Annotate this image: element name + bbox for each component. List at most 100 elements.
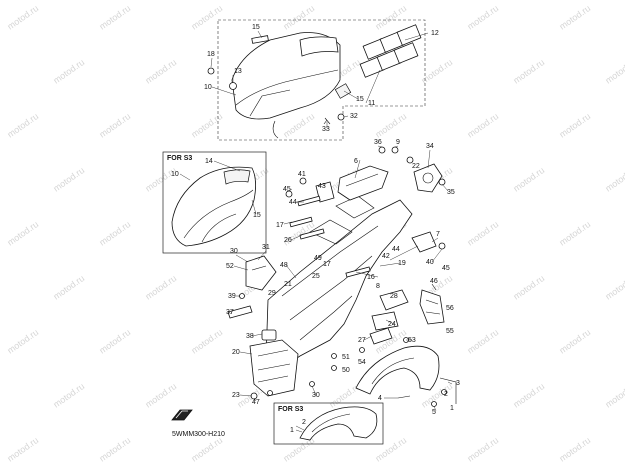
seat-cowl-s3 [171,166,256,247]
inset-label-bottom: FOR S3 [278,406,303,413]
leader-line [377,145,383,148]
callout-48: 48 [280,262,288,269]
watermark-text: motod.ru [281,435,316,464]
watermark-text: motod.ru [373,111,408,140]
watermark-text: motod.ru [603,273,625,302]
inset-s3-top: FOR S3 [162,151,267,254]
brand-badge [171,409,193,421]
watermark-text: motod.ru [465,327,500,356]
leader-line [431,237,439,243]
leader-line [288,188,293,192]
leader-line [179,173,191,181]
watermark-text: motod.ru [51,273,86,302]
callout-15c: 15 [253,212,261,219]
callout-labels: 15 12 18 13 10 15 11 32 33 14 10 15 36 9… [171,24,460,434]
watermark-text: motod.ru [373,435,408,464]
callout-19: 19 [398,260,406,267]
watermark-text: motod.ru [5,327,40,356]
callout-13: 13 [234,68,242,75]
callout-52: 52 [226,263,234,270]
callout-42: 42 [382,253,390,260]
watermark-text: motod.ru [97,327,132,356]
watermark-text: motod.ru [5,111,40,140]
watermark-text: motod.ru [465,3,500,32]
seat [231,32,341,120]
callout-24: 24 [388,321,396,328]
callout-14: 14 [205,158,213,165]
callout-30b: 30 [312,392,320,399]
watermark-text: motod.ru [603,57,625,86]
callout-2: 2 [444,391,448,398]
leader-line [311,385,317,396]
watermark-text: motod.ru [465,111,500,140]
leader-line [229,311,233,315]
leader-line [295,425,305,431]
watermark-text: motod.ru [373,3,408,32]
leader-line [239,394,253,397]
callout-44b: 44 [392,246,400,253]
callout-18: 18 [207,51,215,58]
seat-dashed-box [217,19,426,141]
callout-45: 45 [283,186,291,193]
callout-45b: 45 [442,265,450,272]
callout-3: 3 [456,380,460,387]
callout-9: 9 [396,139,400,146]
callout-21: 21 [284,281,292,288]
watermark-text: motod.ru [603,165,625,194]
callout-16: 16 [367,274,375,281]
callout-1b: 1 [290,427,294,434]
watermark-text: motod.ru [465,435,500,464]
leader-line [253,397,257,402]
watermark-text: motod.ru [5,219,40,248]
callout-53: 53 [408,337,416,344]
callout-23: 23 [232,392,240,399]
callout-51: 51 [342,354,350,361]
watermark-text: motod.ru [511,57,546,86]
watermark-text: motod.ru [51,57,86,86]
watermark-text: motod.ru [557,111,592,140]
leader-line [379,262,401,267]
callout-36: 36 [374,139,382,146]
leader-line [365,69,381,104]
watermark-text: motod.ru [281,3,316,32]
callout-46: 46 [430,278,438,285]
callout-4: 4 [378,395,382,402]
leader-line [322,184,326,187]
callout-1: 1 [450,405,454,412]
callout-39: 39 [228,293,236,300]
leader-line [251,333,263,337]
watermark-text: motod.ru [5,435,40,464]
callout-25: 25 [312,273,320,280]
leader-line [431,248,443,263]
callout-55: 55 [446,328,454,335]
leader-line [394,145,399,148]
watermark-text: motod.ru [97,3,132,32]
callout-12: 12 [431,30,439,37]
watermark-text: motod.ru [557,219,592,248]
watermark-text: motod.ru [419,57,454,86]
callout-10: 10 [204,84,212,91]
callout-11: 11 [368,100,375,107]
callout-33: 33 [322,126,330,133]
leader-line [257,30,263,39]
leader-line [233,265,249,271]
callout-56: 56 [446,305,454,312]
callout-47: 47 [252,399,260,406]
callout-50: 50 [342,367,350,374]
watermark-text: motod.ru [97,435,132,464]
callout-22: 22 [412,163,420,170]
watermark-text: motod.ru [97,219,132,248]
callout-26: 26 [284,237,292,244]
leader-line [447,381,453,385]
watermark-text: motod.ru [143,165,178,194]
watermark-text: motod.ru [189,327,224,356]
watermark-text: motod.ru [557,3,592,32]
watermark-text: motod.ru [5,3,40,32]
watermark-text: motod.ru [557,435,592,464]
leader-line [295,429,303,433]
callout-6: 6 [354,158,358,165]
watermark-text: motod.ru [189,435,224,464]
callout-40: 40 [426,259,434,266]
leader-line [441,183,449,192]
